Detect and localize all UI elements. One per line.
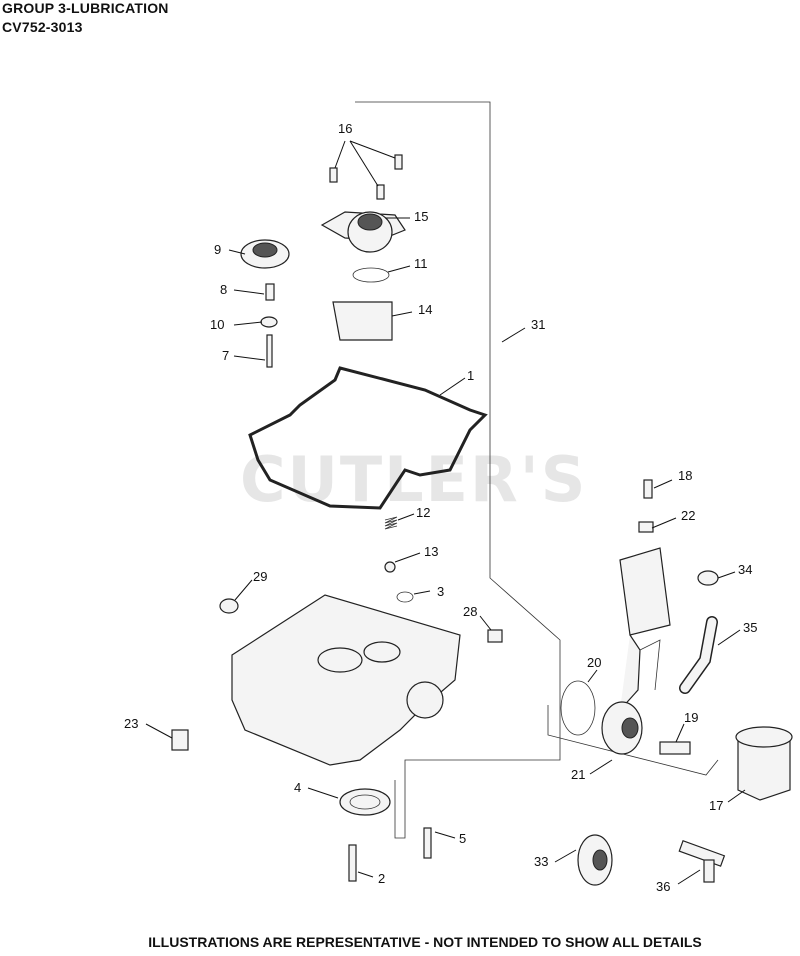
clamp-34 — [697, 570, 719, 586]
callout-34: 34 — [738, 562, 752, 577]
adapter-21 — [601, 701, 643, 755]
callout-4: 4 — [294, 780, 301, 795]
screw-16 — [329, 154, 403, 200]
callout-labels: 16 15 9 11 8 14 10 31 7 1 12 13 29 3 28 … — [124, 121, 757, 894]
clip-22 — [638, 521, 654, 533]
callout-28: 28 — [463, 604, 477, 619]
callout-5: 5 — [459, 831, 466, 846]
ring-3 — [396, 591, 414, 603]
fitting-36 — [678, 840, 726, 883]
clip-10 — [260, 316, 278, 328]
callout-17: 17 — [709, 798, 723, 813]
callout-11: 11 — [414, 256, 428, 271]
seal-4 — [339, 788, 391, 816]
callout-13: 13 — [424, 544, 438, 559]
callout-31: 31 — [531, 317, 545, 332]
callout-1: 1 — [467, 368, 474, 383]
o-ring-20 — [560, 680, 596, 736]
nipple-19 — [659, 741, 691, 755]
bolt-5 — [423, 827, 432, 859]
callout-10: 10 — [210, 317, 224, 332]
adapter-33 — [577, 834, 613, 886]
callout-18: 18 — [678, 468, 692, 483]
oil-screen-14 — [332, 301, 393, 341]
disclaimer-footer: ILLUSTRATIONS ARE REPRESENTATIVE - NOT I… — [148, 934, 702, 950]
callout-3: 3 — [437, 584, 444, 599]
callout-7: 7 — [222, 348, 229, 363]
callout-2: 2 — [378, 871, 385, 886]
pin-8 — [265, 283, 275, 301]
oil-cooler-group-boundary — [547, 705, 719, 776]
callout-35: 35 — [743, 620, 757, 635]
oil-pump-15 — [320, 211, 406, 253]
callout-9: 9 — [214, 242, 221, 257]
o-ring-11 — [352, 267, 390, 283]
plug-28 — [487, 629, 503, 643]
plug-29 — [219, 598, 239, 614]
callout-16: 16 — [338, 121, 352, 136]
gear-9 — [240, 239, 290, 269]
callout-12: 12 — [416, 505, 430, 520]
callout-20: 20 — [587, 655, 601, 670]
callout-23: 23 — [124, 716, 138, 731]
callout-19: 19 — [684, 710, 698, 725]
oil-cooler — [619, 547, 671, 711]
callout-33: 33 — [534, 854, 548, 869]
gasket-1 — [248, 366, 488, 510]
callout-21: 21 — [571, 767, 585, 782]
bolt-2 — [348, 844, 357, 882]
oil-filter-17 — [735, 726, 793, 801]
callout-36: 36 — [656, 879, 670, 894]
assembly-boundary — [355, 101, 561, 839]
spring-12 — [384, 516, 398, 530]
sensor-23 — [171, 729, 189, 751]
callout-22: 22 — [681, 508, 695, 523]
pin-7 — [266, 334, 273, 368]
leader-lines — [145, 140, 746, 885]
callout-29: 29 — [253, 569, 267, 584]
callout-14: 14 — [418, 302, 432, 317]
oil-pan — [231, 594, 461, 766]
ball-13 — [384, 561, 396, 573]
bolt-18 — [643, 479, 653, 499]
diagram-title: GROUP 3-LUBRICATION — [2, 0, 169, 16]
model-number: CV752-3013 — [2, 19, 83, 35]
callout-15: 15 — [414, 209, 428, 224]
watermark: CUTLER'S — [240, 443, 588, 516]
callout-8: 8 — [220, 282, 227, 297]
